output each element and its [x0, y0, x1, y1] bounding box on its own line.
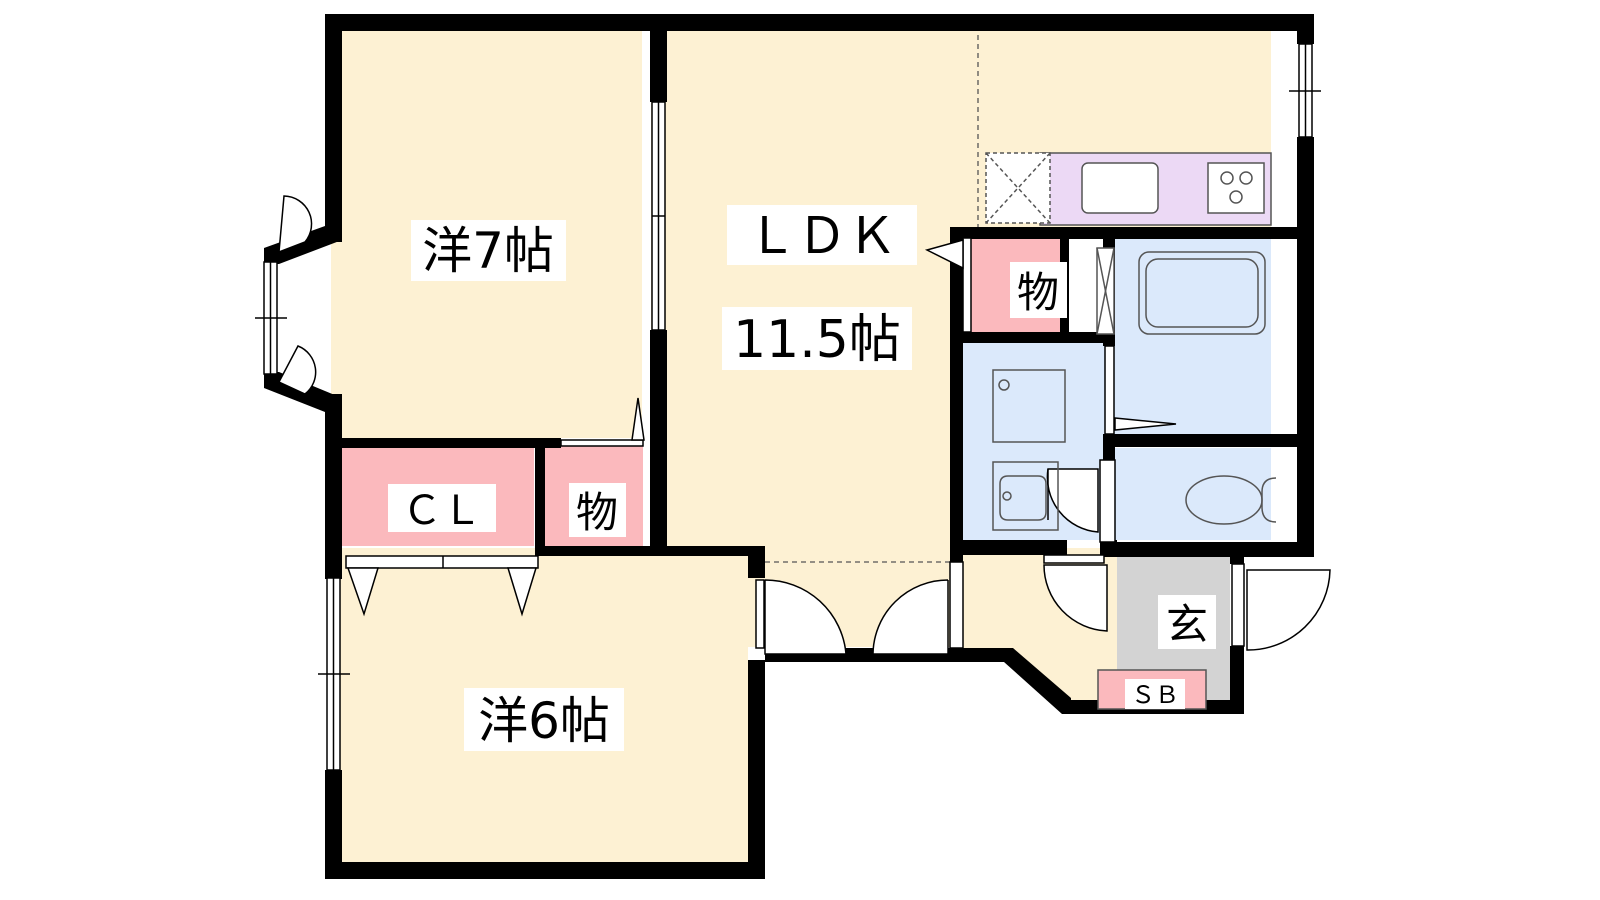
- room-western6-label: 洋6帖: [478, 692, 610, 750]
- wall-left-3: [325, 770, 342, 862]
- wall-wash-right-stub: [1100, 540, 1117, 556]
- wall-top-left: [325, 14, 651, 31]
- wall-right-west6: [748, 660, 765, 879]
- wall-wet-top: [950, 227, 1314, 239]
- doors: [277, 195, 1331, 655]
- wall-wash-bottom: [950, 540, 1067, 555]
- wall-left-1: [325, 14, 342, 242]
- bath-floor: [1114, 238, 1271, 434]
- shoe-box-label: ＳＢ: [1131, 681, 1179, 709]
- wall-storage-bottom: [950, 332, 1113, 343]
- door-swing-icon: [1043, 564, 1108, 632]
- wall-top-right: [667, 14, 1313, 31]
- room-ldk-name: ＬＤＫ: [747, 207, 897, 265]
- wall-partition-1: [650, 14, 667, 102]
- bathtub-icon: [1138, 251, 1266, 335]
- toilet-floor: [1114, 448, 1271, 540]
- washbasin-icon: [992, 461, 1059, 531]
- wall-bottom-west6: [325, 862, 765, 879]
- storage-left-label: 物: [576, 488, 618, 537]
- floor-fills: [331, 24, 1272, 862]
- door-swing-icon: [1246, 569, 1331, 651]
- zone-lines: [756, 26, 979, 563]
- door-swing-icon: [278, 195, 313, 254]
- windows: [255, 43, 1321, 771]
- entrance-label: 玄: [1166, 600, 1208, 649]
- stove-icon: [1207, 162, 1265, 214]
- closet-label: ＣＬ: [402, 488, 482, 534]
- washing-machine-pan-icon: [992, 369, 1066, 443]
- door-swing-icon: [872, 579, 949, 655]
- door-swing-icon: [277, 345, 317, 395]
- wall-hall-angle: [997, 648, 1071, 714]
- wall-closet-bottom: [325, 546, 335, 556]
- wall-bath-bottom: [1103, 434, 1314, 447]
- wall-west6-top: [535, 546, 765, 556]
- wall-wet-bottom: [1100, 542, 1314, 557]
- wall-entrance-right: [1230, 646, 1244, 714]
- wall-partition-2: [650, 330, 667, 554]
- wall-right-outer-1: [1297, 14, 1314, 44]
- labels: 洋7帖 ＬＤＫ 11.5帖 ＣＬ 物 物 洋6帖 玄 ＳＢ: [388, 205, 1216, 751]
- wall-right-outer-2: [1297, 137, 1314, 557]
- room-ldk-size: 11.5帖: [733, 310, 901, 370]
- wall-bay-top: [264, 226, 342, 264]
- wall-closet-divider: [535, 438, 545, 556]
- door-swing-icon: [1114, 417, 1177, 431]
- wall-west7-bottom: [325, 438, 561, 448]
- kitchen-sink-icon: [1081, 162, 1159, 214]
- door-swing-icon: [764, 579, 847, 655]
- room-western7-label: 洋7帖: [422, 222, 554, 280]
- storage-right-label: 物: [1017, 268, 1059, 317]
- wall-wet-left: [950, 227, 963, 562]
